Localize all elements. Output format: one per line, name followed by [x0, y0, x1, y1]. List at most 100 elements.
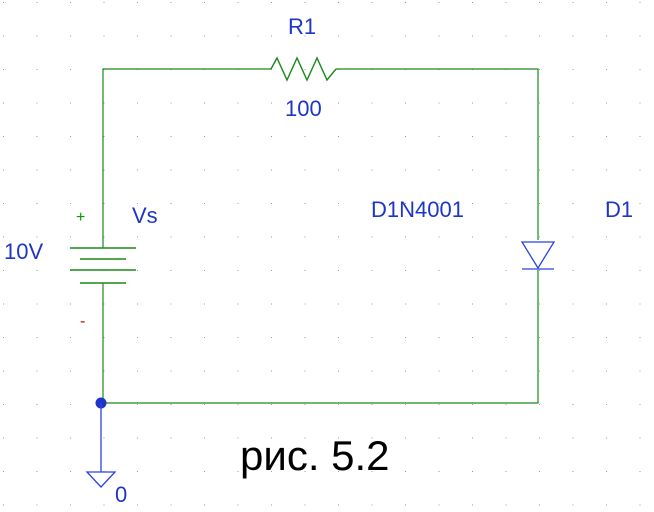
- grid-dot: [36, 2, 38, 3]
- grid-dot: [170, 303, 172, 305]
- wire-bottom-right: [103, 302, 539, 404]
- grid-dot: [639, 35, 641, 37]
- grid-dot: [505, 437, 507, 439]
- grid-dot: [338, 337, 339, 338]
- grid-dot: [572, 370, 574, 372]
- diode-ref-label: D1: [605, 197, 633, 222]
- grid-dot: [70, 437, 71, 439]
- grid-dot: [103, 236, 105, 238]
- grid-dot: [204, 102, 205, 104]
- grid-dot: [338, 203, 339, 204]
- grid-dot: [204, 169, 205, 171]
- grid-dot: [505, 169, 507, 171]
- grid-dot: [371, 136, 373, 137]
- grid-dot: [606, 35, 607, 37]
- ground-symbol[interactable]: 0: [85, 403, 127, 507]
- grid-dot: [304, 102, 306, 104]
- grid-dot: [572, 504, 574, 506]
- grid-dot: [304, 136, 306, 137]
- diode-d1[interactable]: D1N4001 D1: [371, 197, 633, 270]
- diode-triangle: [520, 241, 556, 270]
- grid-dot: [371, 303, 373, 305]
- grid-dot: [70, 136, 71, 137]
- voltage-source-vs[interactable]: + - Vs 10V: [4, 203, 158, 330]
- grid-dot: [70, 102, 71, 104]
- grid-dot: [3, 69, 4, 70]
- grid-dot: [237, 337, 239, 338]
- grid-dot: [505, 236, 507, 238]
- grid-dot: [572, 136, 574, 137]
- grid-dot: [237, 236, 239, 238]
- grid-dot: [606, 471, 607, 472]
- grid-dot: [204, 136, 205, 137]
- grid-dot: [438, 337, 440, 338]
- grid-dot: [371, 102, 373, 104]
- grid-dot: [405, 303, 406, 305]
- grid-dot: [606, 337, 607, 338]
- grid-dot: [237, 437, 239, 439]
- grid-dot: [237, 370, 239, 372]
- grid-dot: [438, 2, 440, 3]
- grid-dot: [572, 102, 574, 104]
- grid-dot: [36, 471, 38, 472]
- grid-dot: [639, 404, 641, 405]
- grid-dot: [371, 337, 373, 338]
- grid-dot: [137, 136, 138, 137]
- grid-dot: [539, 236, 540, 238]
- grid-dot: [606, 236, 607, 238]
- grid-dot: [137, 504, 138, 506]
- grid-dot: [103, 203, 105, 204]
- grid-dot: [237, 35, 239, 37]
- grid-dot: [505, 471, 507, 472]
- grid-dot: [639, 136, 641, 137]
- grid-dot: [36, 303, 38, 305]
- grid-dot: [70, 35, 71, 37]
- grid-dot: [572, 2, 574, 3]
- source-ref-label: Vs: [132, 203, 158, 228]
- grid-dot: [36, 504, 38, 506]
- grid-dot: [572, 203, 574, 204]
- grid-dot: [572, 337, 574, 338]
- grid-dot: [237, 136, 239, 137]
- grid-dot: [505, 303, 507, 305]
- grid-dot: [572, 169, 574, 171]
- grid-dot: [170, 404, 172, 405]
- grid-dot: [606, 203, 607, 204]
- grid-dot: [371, 35, 373, 37]
- grid-dot: [70, 337, 71, 338]
- grid-dot: [137, 203, 138, 204]
- grid-dot: [70, 69, 71, 70]
- grid-dot: [639, 270, 641, 271]
- grid-dot: [505, 337, 507, 338]
- grid-dot: [472, 504, 473, 506]
- grid-dot: [304, 236, 306, 238]
- grid-dot: [271, 303, 272, 305]
- grid-dot: [438, 270, 440, 271]
- grid-dot: [606, 437, 607, 439]
- grid-dot: [170, 102, 172, 104]
- grid-dot: [103, 504, 105, 506]
- grid-dot: [606, 102, 607, 104]
- grid-dot: [304, 471, 306, 472]
- grid-dot: [505, 136, 507, 137]
- grid-dot: [70, 471, 71, 472]
- grid-dot: [204, 270, 205, 271]
- resistor-r1[interactable]: R1 100: [270, 14, 337, 121]
- grid-dot: [572, 270, 574, 271]
- grid-dot: [103, 337, 105, 338]
- grid-dot: [405, 370, 406, 372]
- grid-dot: [472, 270, 473, 271]
- grid-dot: [137, 35, 138, 37]
- grid-dot: [405, 203, 406, 204]
- grid-dot: [271, 69, 272, 70]
- grid-dot: [438, 504, 440, 506]
- grid-dot: [539, 303, 540, 305]
- grid-dot: [539, 370, 540, 372]
- grid-dot: [36, 337, 38, 338]
- grid-dot: [639, 504, 641, 506]
- grid-dot: [405, 169, 406, 171]
- grid-dot: [438, 203, 440, 204]
- grid-dot: [505, 504, 507, 506]
- grid-dot: [438, 404, 440, 405]
- grid-dot: [338, 2, 339, 3]
